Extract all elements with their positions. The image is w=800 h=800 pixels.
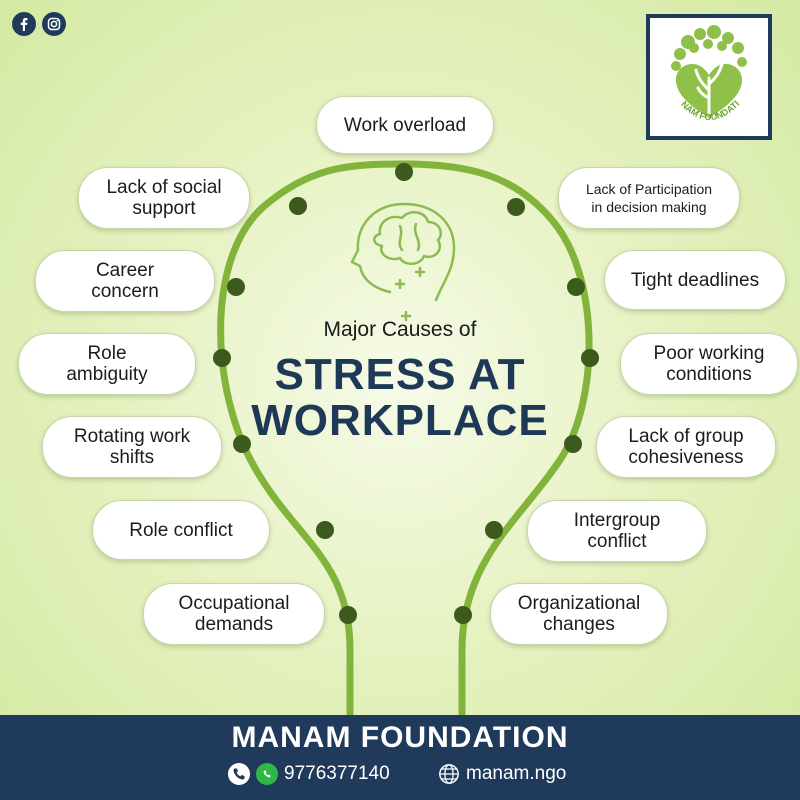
instagram-icon[interactable]	[42, 12, 66, 36]
dot	[233, 435, 251, 453]
cause-lack-of-social-support: Lack of social support	[78, 167, 250, 229]
dot	[454, 606, 472, 624]
cause-intergroup-conflict: Intergroup conflict	[527, 500, 707, 562]
dot	[567, 278, 585, 296]
cause-occupational-demands: Occupational demands	[143, 583, 325, 645]
dot	[289, 197, 307, 215]
social-links	[12, 12, 66, 36]
manam-foundation-logo: MANAM FOUNDATION	[646, 10, 772, 140]
facebook-icon[interactable]	[12, 12, 36, 36]
cause-lack-of-participation: Lack of Participation in decision making	[558, 167, 740, 229]
title-subtitle: Major Causes of	[323, 318, 477, 341]
brain-head-icon	[350, 202, 456, 322]
dot	[316, 521, 334, 539]
cause-tight-deadlines: Tight deadlines	[604, 250, 786, 310]
footer-org-name: MANAM FOUNDATION	[231, 721, 569, 754]
phone-icon	[228, 763, 250, 785]
connector-dots	[213, 163, 599, 624]
footer-bar: MANAM FOUNDATION 9776377140 manam.ngo	[0, 715, 800, 800]
dot	[507, 198, 525, 216]
tree-heart-logo-icon: MANAM FOUNDATION	[646, 10, 747, 122]
footer-phone[interactable]: 9776377140	[228, 763, 390, 785]
phone-number: 9776377140	[284, 763, 390, 784]
globe-icon	[438, 763, 460, 785]
cause-role-ambiguity: Role ambiguity	[18, 333, 196, 395]
dot	[395, 163, 413, 181]
dot	[339, 606, 357, 624]
cause-rotating-work-shifts: Rotating work shifts	[42, 416, 222, 478]
title-main-line2: WORKPLACE	[251, 396, 549, 445]
cause-organizational-changes: Organizational changes	[490, 583, 668, 645]
website-url: manam.ngo	[466, 763, 567, 784]
dot	[213, 349, 231, 367]
cause-role-conflict: Role conflict	[92, 500, 270, 560]
cause-career-concern: Career concern	[35, 250, 215, 312]
cause-lack-of-group-cohesiveness: Lack of group cohesiveness	[596, 416, 776, 478]
cause-work-overload: Work overload	[316, 96, 494, 154]
dot	[485, 521, 503, 539]
cause-poor-working-conditions: Poor working conditions	[620, 333, 798, 395]
title-main-line1: STRESS AT	[274, 350, 526, 399]
dot	[581, 349, 599, 367]
footer-website[interactable]: manam.ngo	[438, 763, 566, 785]
dot	[227, 278, 245, 296]
dot	[564, 435, 582, 453]
whatsapp-icon	[256, 763, 278, 785]
